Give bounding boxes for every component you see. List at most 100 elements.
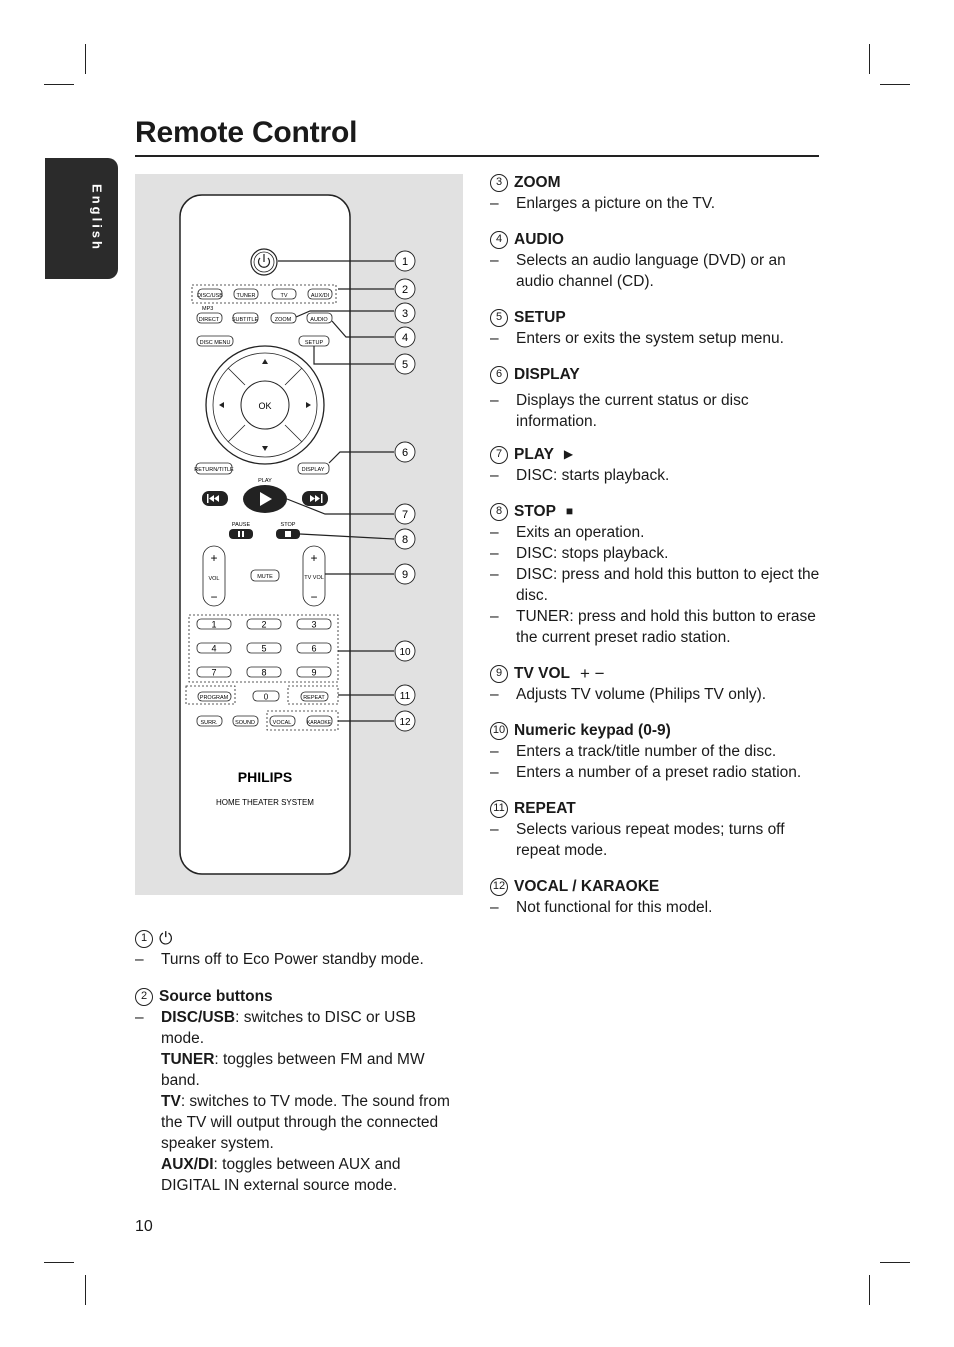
zoom-label: ZOOM — [275, 317, 292, 323]
mute-label: MUTE — [257, 574, 273, 580]
down-arrow-icon — [262, 446, 268, 451]
language-tab-label: English — [89, 184, 105, 252]
callout-number-2: 2 — [402, 284, 408, 296]
item-5: 5SETUPEnters or exits the system setup m… — [490, 307, 824, 349]
keypad-button-1 — [196, 618, 232, 630]
crop-mark — [44, 84, 74, 85]
callout-circle-4 — [394, 326, 416, 348]
callout-circle-8 — [394, 528, 416, 550]
item-title: STOP — [514, 503, 556, 520]
ok-label: OK — [258, 401, 271, 411]
callout-circle-7 — [394, 503, 416, 525]
item-number: 6 — [490, 365, 508, 384]
keypad-digit-9: 9 — [311, 668, 316, 678]
source-group-outline — [191, 284, 337, 304]
item-number: 5 — [490, 308, 508, 327]
stop-icon — [285, 531, 291, 537]
item-title: VOCAL / KARAOKE — [514, 878, 660, 895]
page-number: 10 — [135, 1218, 153, 1235]
item-4: 4AUDIOSelects an audio language (DVD) or… — [490, 229, 824, 292]
source-entry: DISC/USB: switches to DISC or USB mode. — [135, 1007, 453, 1049]
surr-button — [196, 715, 223, 727]
right-arrow-icon — [306, 402, 311, 408]
program-label: PROGRAM — [200, 695, 229, 701]
keypad-button-7 — [196, 666, 232, 678]
callout-number-3: 3 — [402, 308, 408, 320]
aux-di-label: AUX/DI — [311, 293, 330, 299]
keypad-button-3 — [296, 618, 332, 630]
philips-logo: PHILIPS — [238, 769, 292, 785]
karaoke-button — [306, 715, 333, 727]
vol-minus: − — [210, 590, 217, 604]
keypad-button-4 — [196, 642, 232, 654]
item-number: 4 — [490, 230, 508, 249]
vol-label: VOL — [208, 576, 219, 582]
tv-vol-label: TV VOL — [304, 575, 324, 581]
program-button — [197, 691, 232, 702]
keypad-digit-1: 1 — [211, 620, 216, 630]
next-icon — [310, 495, 320, 502]
keypad-digit-4: 4 — [211, 644, 216, 654]
model-label: HOME THEATER SYSTEM — [216, 798, 314, 807]
item-title: TV VOL — [514, 665, 570, 682]
item-title: ZOOM — [514, 174, 561, 191]
item-11: 11REPEATSelects various repeat modes; tu… — [490, 798, 824, 861]
keypad-button-5 — [246, 642, 282, 654]
sound-button — [232, 715, 259, 727]
item-desc: Enters a track/title number of the disc. — [490, 741, 824, 762]
callout-circle-12 — [394, 710, 416, 732]
item-desc: Enters or exits the system setup menu. — [490, 328, 824, 349]
callout-number-5: 5 — [402, 359, 408, 371]
item-title: Source buttons — [159, 988, 273, 1005]
source-entry: TUNER: toggles between FM and MW band. — [161, 1051, 425, 1089]
surr-label: SURR. — [200, 720, 218, 726]
item-desc: Not functional for this model. — [490, 897, 824, 918]
zero-button — [252, 690, 280, 702]
callout-number-11: 11 — [400, 691, 411, 702]
remote-figure-panel: DISC/USB TUNER TV AUX/DI MP3 DIRECT SUBT… — [135, 174, 463, 895]
item-number: 9 — [490, 664, 508, 683]
disc-usb-label: DISC/USB — [197, 293, 223, 299]
audio-button — [306, 312, 333, 324]
display-button — [297, 462, 330, 475]
play-icon — [260, 492, 272, 506]
callout-number-4: 4 — [402, 332, 408, 344]
setup-label: SETUP — [305, 340, 324, 346]
previous-icon — [209, 495, 219, 502]
display-label: DISPLAY — [302, 467, 325, 473]
item-title: PLAY — [514, 446, 554, 463]
callout-number-1: 1 — [402, 256, 408, 268]
item-desc: DISC: press and hold this button to ejec… — [490, 564, 824, 606]
keypad-digit-5: 5 — [261, 644, 266, 654]
item-number: 10 — [490, 721, 508, 740]
repeat-button — [300, 691, 329, 702]
callout-circle-9 — [394, 563, 416, 585]
item-desc: Displays the current status or disc info… — [490, 390, 824, 432]
direct-label: DIRECT — [199, 317, 220, 323]
item-symbol: ▶ — [563, 447, 574, 461]
item-title: DISPLAY — [514, 366, 580, 383]
item-number: 3 — [490, 173, 508, 192]
keypad-button-9 — [296, 666, 332, 678]
zoom-button — [270, 312, 297, 324]
zero-label: 0 — [264, 693, 269, 702]
direct-button — [196, 312, 223, 324]
crop-mark — [44, 1262, 74, 1263]
item-heading: 3 ZOOM — [490, 172, 824, 193]
callout-circle-5 — [394, 353, 416, 375]
return-title-label: RETURN/TITLE — [194, 467, 234, 473]
callout-circle-10 — [394, 640, 416, 662]
tv-button — [271, 288, 297, 300]
item-number: 1 — [135, 929, 153, 948]
tv-vol-minus: − — [310, 590, 317, 604]
item-desc: Selects an audio language (DVD) or an au… — [490, 250, 824, 292]
item-9: 9TV VOL+ −Adjusts TV volume (Philips TV … — [490, 663, 824, 705]
